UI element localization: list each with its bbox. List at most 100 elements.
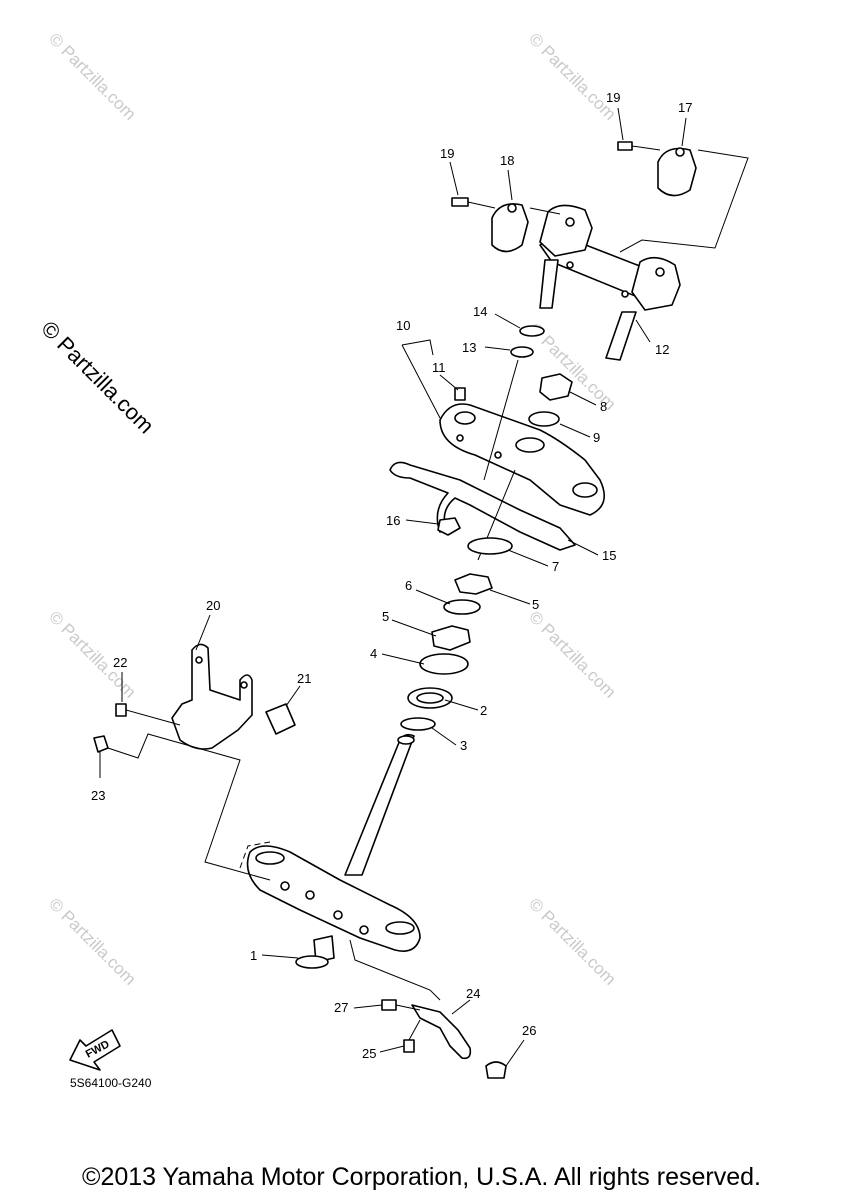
forward-arrow: FWD [69, 1029, 121, 1071]
clip-26 [485, 1061, 507, 1079]
callout-26: 26 [522, 1023, 536, 1038]
watermark: © Partzilla.com [525, 29, 619, 123]
bolt-shank [408, 1019, 421, 1041]
bracket-hole [305, 890, 315, 900]
callout-9: 9 [593, 430, 600, 445]
bracket-hole [240, 681, 248, 689]
leader-line [381, 653, 425, 665]
leader-line [494, 313, 521, 329]
callout-14: 14 [473, 304, 487, 319]
leader-line [569, 391, 597, 406]
cap-hole [675, 147, 685, 157]
washer-6 [443, 599, 481, 615]
left-bracket-assembly [93, 614, 301, 881]
fwd-arrow-shape [69, 1029, 121, 1071]
leader-line [439, 374, 459, 391]
leader-line [489, 589, 531, 605]
leader-line [635, 319, 651, 343]
callout-19b: 19 [606, 90, 620, 105]
leader-line [559, 423, 591, 438]
bracket-hole [333, 910, 343, 920]
leader-line [444, 699, 479, 711]
upper-holder-cap-18 [491, 203, 529, 253]
holder-block-left [539, 204, 593, 257]
bolt-25 [403, 1039, 415, 1053]
washer-7 [467, 537, 513, 555]
washer-13 [510, 346, 534, 358]
bolt-27 [381, 999, 397, 1011]
bracket-hole [195, 656, 203, 664]
watermark: © Partzilla.com [525, 607, 619, 701]
holder-post-right [605, 311, 637, 361]
callout-6: 6 [405, 578, 412, 593]
callout-13: 13 [462, 340, 476, 355]
holder-post-left [539, 259, 559, 309]
nut-16 [437, 517, 461, 536]
nut-23 [93, 735, 109, 753]
bracket-24 [411, 1004, 472, 1060]
leader-line [507, 169, 513, 201]
callout-25: 25 [362, 1046, 376, 1061]
leader-line [507, 549, 549, 567]
leader-line [681, 117, 687, 147]
washer-14 [519, 325, 545, 337]
cap-hole [507, 203, 517, 213]
seal-4 [419, 653, 469, 675]
leader-line [451, 999, 471, 1015]
holder-hole [655, 267, 665, 277]
steering-stem [344, 733, 415, 876]
callout-8: 8 [600, 399, 607, 414]
callout-3: 3 [460, 738, 467, 753]
leader-line [195, 614, 211, 651]
watermark-large: © Partzilla.com [36, 316, 159, 439]
holder-hole [621, 290, 629, 298]
screw-22 [115, 703, 127, 717]
leader-line [379, 1045, 405, 1053]
bolt-11 [454, 387, 466, 401]
callout-11: 11 [432, 360, 446, 375]
leader-line [529, 207, 561, 215]
bracket-20 [171, 643, 253, 750]
callout-10: 10 [396, 318, 410, 333]
watermark: © Partzilla.com [45, 29, 139, 123]
holder-hole [566, 261, 574, 269]
lower-bracket-assembly [381, 999, 507, 1079]
holder-hole [565, 217, 575, 227]
upper-bracket-assembly [401, 339, 606, 516]
bushing-1 [313, 935, 335, 963]
leader-line [567, 539, 599, 556]
stem-top [397, 735, 415, 745]
axis-line [483, 359, 519, 481]
handlebar-holder-assembly [451, 141, 749, 361]
leader-line [619, 149, 749, 253]
callout-18: 18 [500, 153, 514, 168]
callout-2: 2 [480, 703, 487, 718]
harness-bracket [389, 461, 576, 551]
watermark: © Partzilla.com [525, 894, 619, 988]
callout-4: 4 [370, 646, 377, 661]
callout-27: 27 [334, 1000, 348, 1015]
bracket-hole [456, 434, 464, 442]
leader-line [285, 685, 301, 707]
bolt-19-left [451, 197, 469, 207]
callout-labels: 1 2 3 4 5 5 6 7 8 9 10 11 12 13 14 15 16… [91, 90, 692, 1061]
nut-8 [539, 373, 573, 401]
bracket-hole [454, 411, 476, 425]
callout-5b: 5 [382, 609, 389, 624]
bolt-shank [631, 145, 661, 151]
bolt-19-right [617, 141, 633, 151]
copyright-notice: ©2013 Yamaha Motor Corporation, U.S.A. A… [82, 1163, 761, 1191]
holder-block-right [631, 256, 681, 311]
bracket-hole [255, 851, 285, 865]
leader-line [401, 339, 434, 356]
watermark: © Partzilla.com [45, 894, 139, 988]
leader-line [405, 519, 439, 525]
pad-21 [265, 703, 296, 735]
callout-1: 1 [250, 948, 257, 963]
callout-21: 21 [297, 671, 311, 686]
bracket-hole [515, 437, 545, 453]
ring-nut-5-upper [454, 573, 493, 595]
callout-22: 22 [113, 655, 127, 670]
callout-19a: 19 [440, 146, 454, 161]
callout-24: 24 [466, 986, 480, 1001]
